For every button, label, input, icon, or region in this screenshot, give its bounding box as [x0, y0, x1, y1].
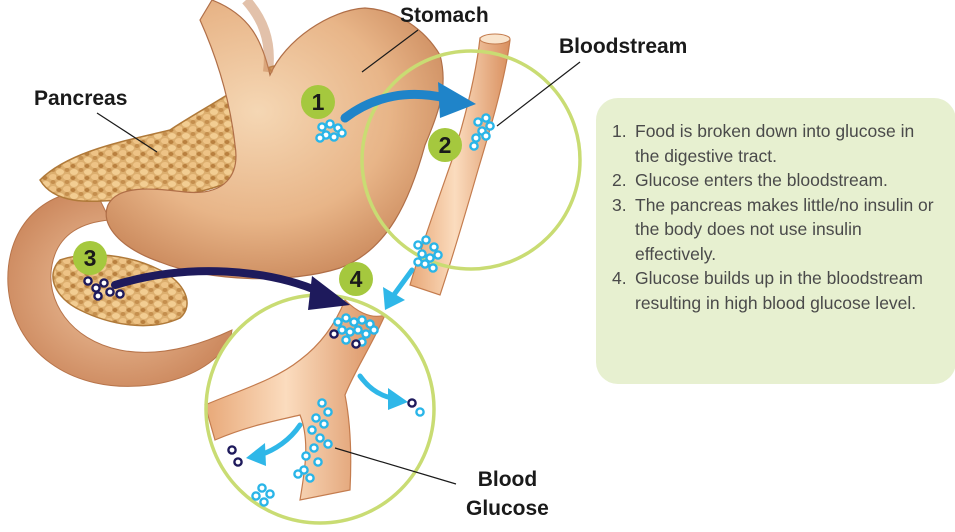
step-number: 2.: [612, 168, 627, 193]
glucose-molecule: [252, 492, 259, 499]
insulin-molecule: [84, 277, 91, 284]
glucose-molecule: [320, 420, 327, 427]
step-item-3: 3. The pancreas makes little/no insulin o…: [612, 193, 942, 267]
insulin-molecule: [408, 399, 415, 406]
glucose-molecule: [429, 264, 436, 271]
blood-glucose-label-line1: Blood: [466, 465, 549, 494]
glucose-molecule: [324, 408, 331, 415]
bloodstream-label: Bloodstream: [559, 35, 687, 59]
blood-glucose-label: Blood Glucose: [466, 465, 549, 523]
step-number: 1.: [612, 119, 627, 144]
glucose-molecule: [474, 118, 481, 125]
glucose-molecule: [316, 134, 323, 141]
glucose-molecule: [350, 318, 357, 325]
glucose-molecule: [418, 250, 425, 257]
glucose-molecule: [310, 444, 317, 451]
step-badge-3: 3: [73, 241, 107, 275]
glucose-molecule: [422, 236, 429, 243]
glucose-molecule: [306, 474, 313, 481]
step-badge-1: 1: [301, 85, 335, 119]
insulin-molecule: [228, 446, 235, 453]
step-number: 3.: [612, 193, 627, 218]
steps-list: 1. Food is broken down into glucose in th…: [612, 119, 942, 315]
insulin-molecule: [92, 284, 99, 291]
glucose-molecule: [258, 484, 265, 491]
glucose-molecule: [486, 122, 493, 129]
steps-panel: 1. Food is broken down into glucose in th…: [596, 98, 955, 384]
arrow-down-bloodstream: [393, 270, 412, 296]
glucose-molecule: [260, 498, 267, 505]
glucose-molecule: [316, 434, 323, 441]
glucose-molecule: [312, 414, 319, 421]
glucose-molecule: [330, 133, 337, 140]
step-badge-2: 2: [428, 128, 462, 162]
insulin-molecule: [116, 290, 123, 297]
step-text: The pancreas makes little/no insulin or …: [635, 195, 934, 264]
step-item-1: 1. Food is broken down into glucose in th…: [612, 119, 942, 168]
glucose-molecule: [302, 452, 309, 459]
arrow-out-left: [260, 425, 300, 455]
glucose-molecule: [318, 399, 325, 406]
glucose-molecule: [470, 142, 477, 149]
glucose-molecule: [482, 132, 489, 139]
blood-glucose-leader-line: [335, 448, 456, 484]
glucose-molecule: [314, 458, 321, 465]
step-number: 4.: [612, 266, 627, 291]
glucose-molecule: [334, 318, 341, 325]
stomach-label: Stomach: [400, 4, 489, 28]
insulin-molecule: [106, 288, 113, 295]
insulin-molecule: [100, 279, 107, 286]
glucose-molecule: [416, 408, 423, 415]
step-text: Food is broken down into glucose in the …: [635, 121, 914, 166]
insulin-molecule: [234, 458, 241, 465]
glucose-molecule: [434, 251, 441, 258]
glucose-molecule: [362, 330, 369, 337]
glucose-molecule: [430, 243, 437, 250]
step-text: Glucose builds up in the bloodstream res…: [635, 268, 923, 313]
glucose-molecule: [324, 440, 331, 447]
glucose-molecule: [414, 258, 421, 265]
glucose-molecule: [370, 326, 377, 333]
pancreas-label: Pancreas: [34, 87, 127, 111]
insulin-molecule: [352, 340, 359, 347]
glucose-molecule: [318, 123, 325, 130]
glucose-molecule: [346, 328, 353, 335]
step-badge-4: 4: [339, 262, 373, 296]
glucose-molecule: [342, 336, 349, 343]
step-item-2: 2. Glucose enters the bloodstream.: [612, 168, 942, 193]
glucose-molecule: [266, 490, 273, 497]
glucose-molecule: [472, 134, 479, 141]
glucose-molecule: [308, 426, 315, 433]
glucose-molecule: [342, 314, 349, 321]
insulin-molecule: [330, 330, 337, 337]
insulin-molecule: [94, 292, 101, 299]
glucose-molecule: [338, 129, 345, 136]
glucose-molecule: [482, 114, 489, 121]
glucose-molecule: [354, 326, 361, 333]
glucose-molecule: [414, 241, 421, 248]
glucose-molecule: [294, 470, 301, 477]
step-text: Glucose enters the bloodstream.: [635, 170, 888, 190]
step-item-4: 4. Glucose builds up in the bloodstream r…: [612, 266, 942, 315]
arrow-out-right: [360, 376, 392, 398]
bloodstream-leader-line: [497, 62, 580, 126]
glucose-molecule: [338, 326, 345, 333]
glucose-molecule: [326, 120, 333, 127]
blood-glucose-label-line2: Glucose: [466, 494, 549, 523]
glucose-molecule: [358, 316, 365, 323]
